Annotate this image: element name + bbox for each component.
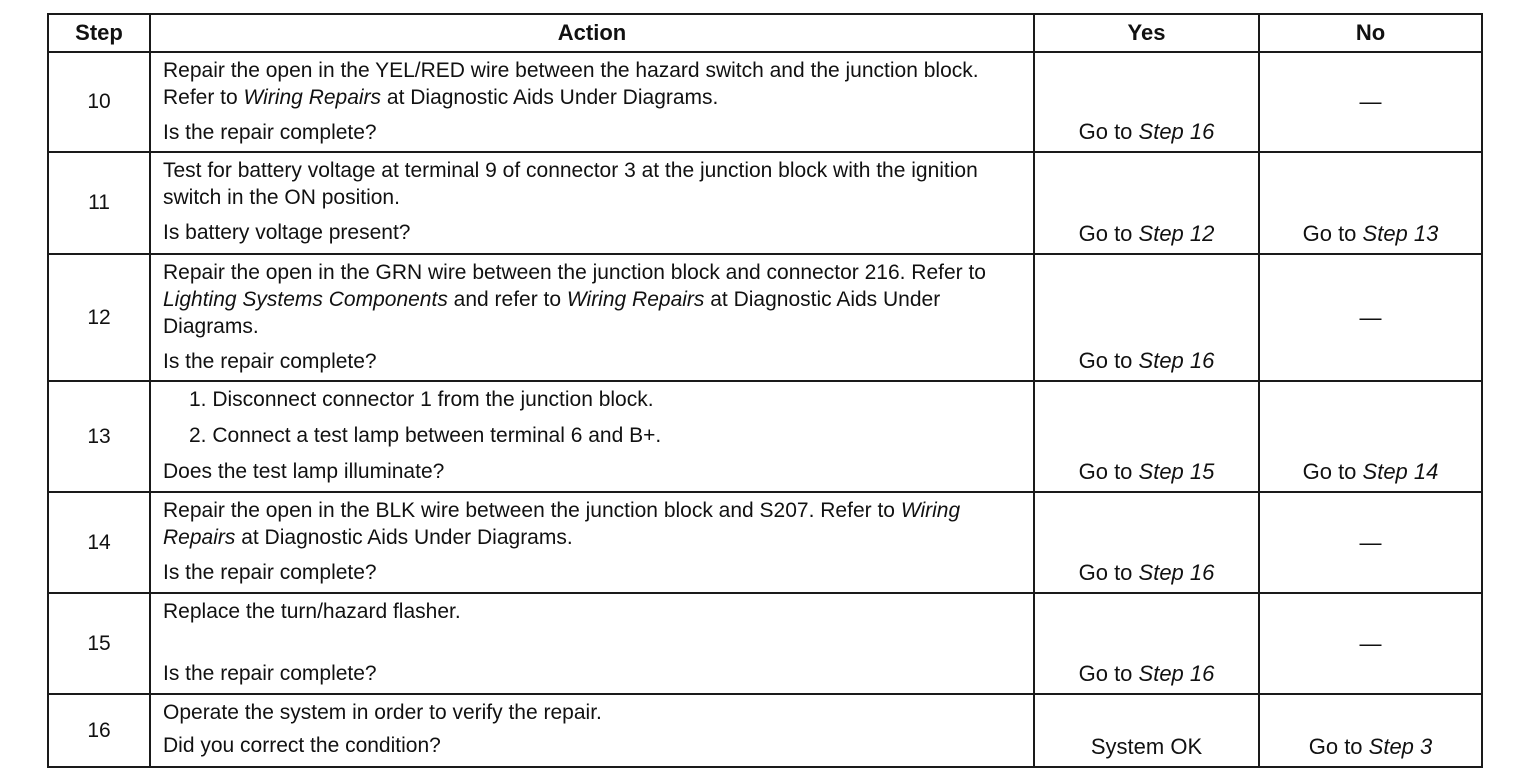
step-number: 13 <box>47 380 151 493</box>
step-number: 11 <box>47 151 151 255</box>
header-no: No <box>1258 13 1483 53</box>
action-description: Operate the system in order to verify th… <box>163 701 602 724</box>
action-question: Is the repair complete? <box>163 121 377 144</box>
action-description: Repair the open in the GRN wire between … <box>163 261 986 338</box>
action-question: Is battery voltage present? <box>163 221 411 244</box>
action-steps-list: 1. Disconnect connector 1 from the junct… <box>163 386 1021 449</box>
no-result: — <box>1258 491 1483 594</box>
action-cell: Test for battery voltage at terminal 9 o… <box>149 151 1035 255</box>
no-result: — <box>1258 253 1483 382</box>
header-row: Step Action Yes No <box>47 13 1483 53</box>
table-row: 16 Operate the system in order to verify… <box>47 693 1483 768</box>
step-number: 15 <box>47 592 151 695</box>
yes-result: Go to Step 16 <box>1033 592 1260 695</box>
step-number: 12 <box>47 253 151 382</box>
action-cell: 1. Disconnect connector 1 from the junct… <box>149 380 1035 493</box>
header-yes: Yes <box>1033 13 1260 53</box>
diagnostic-table: Step Action Yes No 10 Repair the open in… <box>47 13 1483 768</box>
table-row: 13 1. Disconnect connector 1 from the ju… <box>47 380 1483 493</box>
header-step: Step <box>47 13 151 53</box>
action-question: Does the test lamp illuminate? <box>163 460 445 483</box>
action-description: Repair the open in the YEL/RED wire betw… <box>163 59 979 109</box>
no-result: Go to Step 3 <box>1258 693 1483 768</box>
yes-result: Go to Step 16 <box>1033 491 1260 594</box>
table-row: 15 Replace the turn/hazard flasher. Is t… <box>47 592 1483 695</box>
no-result: Go to Step 14 <box>1258 380 1483 493</box>
action-cell: Operate the system in order to verify th… <box>149 693 1035 768</box>
table-row: 12 Repair the open in the GRN wire betwe… <box>47 253 1483 382</box>
action-cell: Repair the open in the BLK wire between … <box>149 491 1035 594</box>
list-item: 1. Disconnect connector 1 from the junct… <box>189 388 654 411</box>
no-result: — <box>1258 592 1483 695</box>
table-row: 11 Test for battery voltage at terminal … <box>47 151 1483 255</box>
action-description: Test for battery voltage at terminal 9 o… <box>163 159 978 209</box>
yes-result: Go to Step 12 <box>1033 151 1260 255</box>
no-result: — <box>1258 51 1483 153</box>
action-cell: Repair the open in the YEL/RED wire betw… <box>149 51 1035 153</box>
step-number: 16 <box>47 693 151 768</box>
action-question: Is the repair complete? <box>163 350 377 373</box>
step-number: 14 <box>47 491 151 594</box>
yes-result: Go to Step 16 <box>1033 253 1260 382</box>
table-row: 14 Repair the open in the BLK wire betwe… <box>47 491 1483 594</box>
yes-result: Go to Step 16 <box>1033 51 1260 153</box>
yes-result: System OK <box>1033 693 1260 768</box>
action-question: Is the repair complete? <box>163 561 377 584</box>
table-row: 10 Repair the open in the YEL/RED wire b… <box>47 51 1483 153</box>
yes-result: Go to Step 15 <box>1033 380 1260 493</box>
no-result: Go to Step 13 <box>1258 151 1483 255</box>
action-question: Is the repair complete? <box>163 662 377 685</box>
step-number: 10 <box>47 51 151 153</box>
action-cell: Repair the open in the GRN wire between … <box>149 253 1035 382</box>
action-cell: Replace the turn/hazard flasher. Is the … <box>149 592 1035 695</box>
header-action: Action <box>149 13 1035 53</box>
action-question: Did you correct the condition? <box>163 734 441 757</box>
action-description: Replace the turn/hazard flasher. <box>163 600 461 623</box>
list-item: 2. Connect a test lamp between terminal … <box>189 424 662 447</box>
action-description: Repair the open in the BLK wire between … <box>163 499 961 549</box>
